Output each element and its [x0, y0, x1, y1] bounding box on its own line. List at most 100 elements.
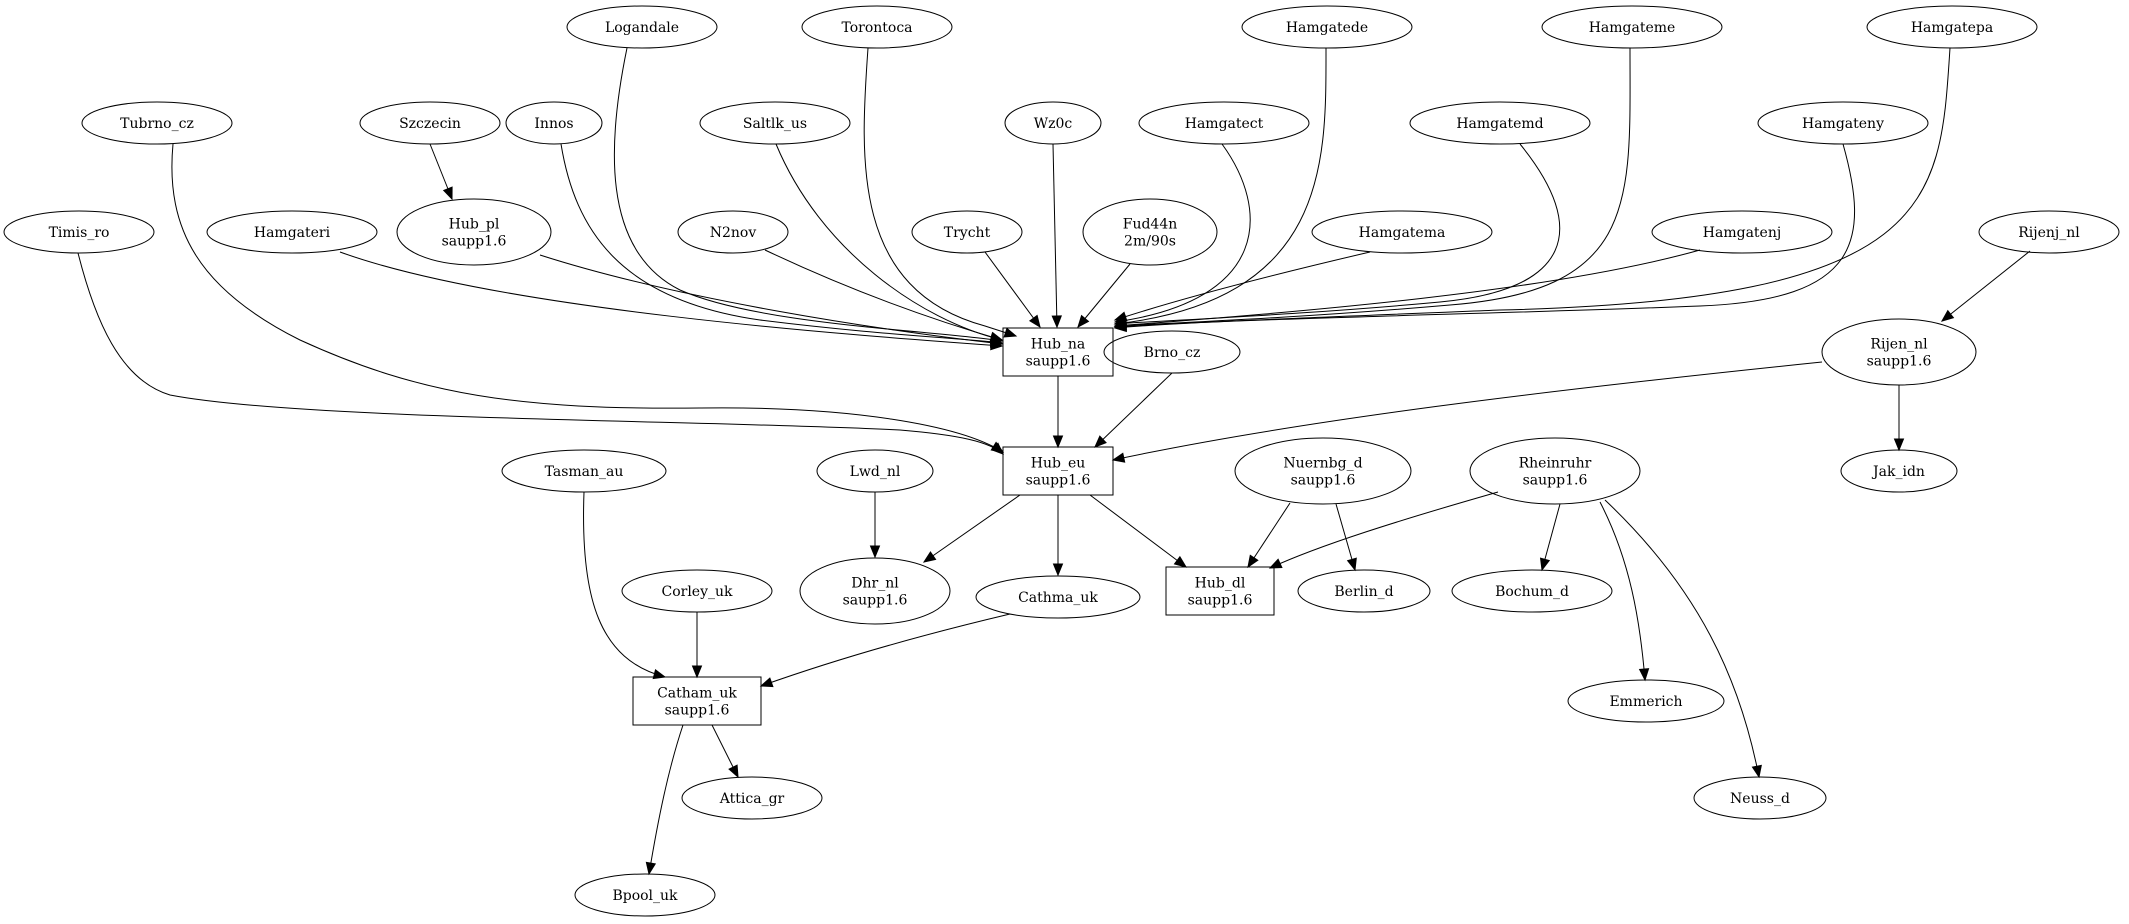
arrowhead-icon	[1539, 557, 1551, 572]
edge-lwd_nl-to-dhr_nl	[869, 492, 881, 559]
node-ellipse	[1567, 679, 1725, 723]
node-ellipse	[1651, 210, 1833, 254]
node-ellipse	[1234, 437, 1412, 505]
node-label: Hamgatema	[1359, 225, 1446, 241]
edge-line	[1941, 250, 2031, 322]
node-label: Catham_uk	[657, 686, 737, 702]
edge-rheinruhr-to-bochum_d	[1539, 503, 1561, 572]
node-ellipse	[677, 210, 789, 254]
node-torontoca: Torontoca	[801, 5, 953, 49]
node-label: Brno_cz	[1144, 345, 1201, 361]
node-ellipse	[1978, 210, 2120, 254]
edge-rheinruhr-to-neuss_d	[1604, 499, 1762, 779]
edge-cathma_uk-to-catham_uk	[759, 613, 1011, 688]
node-emmerich: Emmerich	[1567, 679, 1725, 723]
node-ellipse	[1311, 210, 1493, 254]
edge-line	[1094, 372, 1173, 448]
node-box	[1002, 327, 1114, 377]
arrowhead-icon	[922, 551, 937, 563]
edge-tasman_au-to-catham_uk	[583, 491, 667, 680]
node-ellipse	[1821, 318, 1977, 386]
node-label: Lwd_nl	[850, 464, 901, 480]
edge-line	[1247, 502, 1291, 568]
edge-line	[1114, 47, 1327, 325]
node-label: saupp1.6	[1523, 473, 1588, 489]
edge-hub_eu-to-hub_dl	[1089, 494, 1188, 568]
node-box	[1002, 446, 1114, 496]
edge-line	[760, 613, 1011, 687]
node-rijenj_nl: Rijenj_nl	[1978, 210, 2120, 254]
node-ellipse	[566, 5, 718, 49]
node-ellipse	[1103, 330, 1241, 374]
node-ellipse	[359, 101, 501, 145]
node-tubrno_cz: Tubrno_cz	[81, 101, 233, 145]
node-ellipse	[911, 210, 1023, 254]
node-label: Trycht	[944, 225, 991, 241]
node-label: Hub_dl	[1195, 576, 1246, 592]
arrowhead-icon	[728, 764, 739, 779]
edge-fud44n-to-hub_na	[1077, 263, 1131, 329]
arrowhead-icon	[1346, 557, 1357, 572]
node-ellipse	[1004, 101, 1102, 145]
node-label: Hamgatepa	[1911, 20, 1993, 36]
edge-line	[863, 47, 1017, 337]
edge-hub_na-to-hub_eu	[1052, 376, 1064, 449]
node-label: Szczecin	[399, 116, 461, 132]
node-label: saupp1.6	[442, 234, 507, 250]
node-bpool_uk: Bpool_uk	[574, 873, 716, 917]
arrowhead-icon	[691, 665, 703, 679]
node-bochum_d: Bochum_d	[1451, 569, 1613, 613]
node-label: Hamgatenj	[1703, 225, 1781, 241]
arrowhead-icon	[990, 442, 1004, 455]
node-n2nov: N2nov	[677, 210, 789, 254]
node-label: Jak_idn	[1871, 464, 1925, 480]
node-label: Neuss_d	[1730, 791, 1790, 807]
edge-line	[775, 143, 1003, 341]
arrowhead-icon	[442, 186, 453, 201]
node-hamgateny: Hamgateny	[1757, 101, 1929, 145]
node-label: Corley_uk	[661, 584, 733, 600]
node-label: saupp1.6	[1188, 593, 1253, 609]
edge-line	[560, 143, 1003, 344]
edge-rheinruhr-to-hub_dl	[1268, 491, 1499, 569]
node-label: Tasman_au	[545, 464, 624, 480]
node-label: Saltlk_us	[743, 116, 807, 132]
node-corley_uk: Corley_uk	[621, 569, 773, 613]
node-label: Bochum_d	[1495, 584, 1569, 600]
edge-saltlk_us-to-hub_na	[775, 143, 1004, 343]
node-ellipse	[799, 557, 951, 625]
node-label: Tubrno_cz	[120, 116, 194, 132]
node-ellipse	[1840, 449, 1958, 493]
node-ellipse	[3, 210, 155, 254]
node-label: Hamgatemd	[1456, 116, 1543, 132]
node-wz0c: Wz0c	[1004, 101, 1102, 145]
node-trycht: Trycht	[911, 210, 1023, 254]
node-label: Rijenj_nl	[2018, 225, 2080, 241]
node-ellipse	[206, 210, 378, 254]
node-label: Bpool_uk	[612, 888, 678, 904]
node-ellipse	[574, 873, 716, 917]
node-hamgatema: Hamgatema	[1311, 210, 1493, 254]
node-ellipse	[975, 575, 1141, 619]
node-label: Hamgateme	[1589, 20, 1676, 36]
node-box	[1165, 566, 1275, 616]
arrowhead-icon	[1052, 435, 1064, 449]
arrowhead-icon	[759, 677, 774, 688]
node-hamgatemd: Hamgatemd	[1409, 101, 1591, 145]
node-label: saupp1.6	[1026, 354, 1091, 370]
node-box	[632, 676, 762, 726]
node-label: Nuernbg_d	[1283, 456, 1362, 472]
node-ellipse	[699, 101, 851, 145]
edge-line	[923, 494, 1021, 563]
edge-line	[984, 251, 1041, 328]
edge-rijenj_nl-to-rijen_nl	[1940, 250, 2031, 322]
node-label: Attica_gr	[719, 791, 785, 807]
arrowhead-icon	[1268, 558, 1283, 569]
node-label: Dhr_nl	[851, 576, 899, 592]
edge-rijen_nl-to-hub_eu	[1111, 361, 1823, 463]
